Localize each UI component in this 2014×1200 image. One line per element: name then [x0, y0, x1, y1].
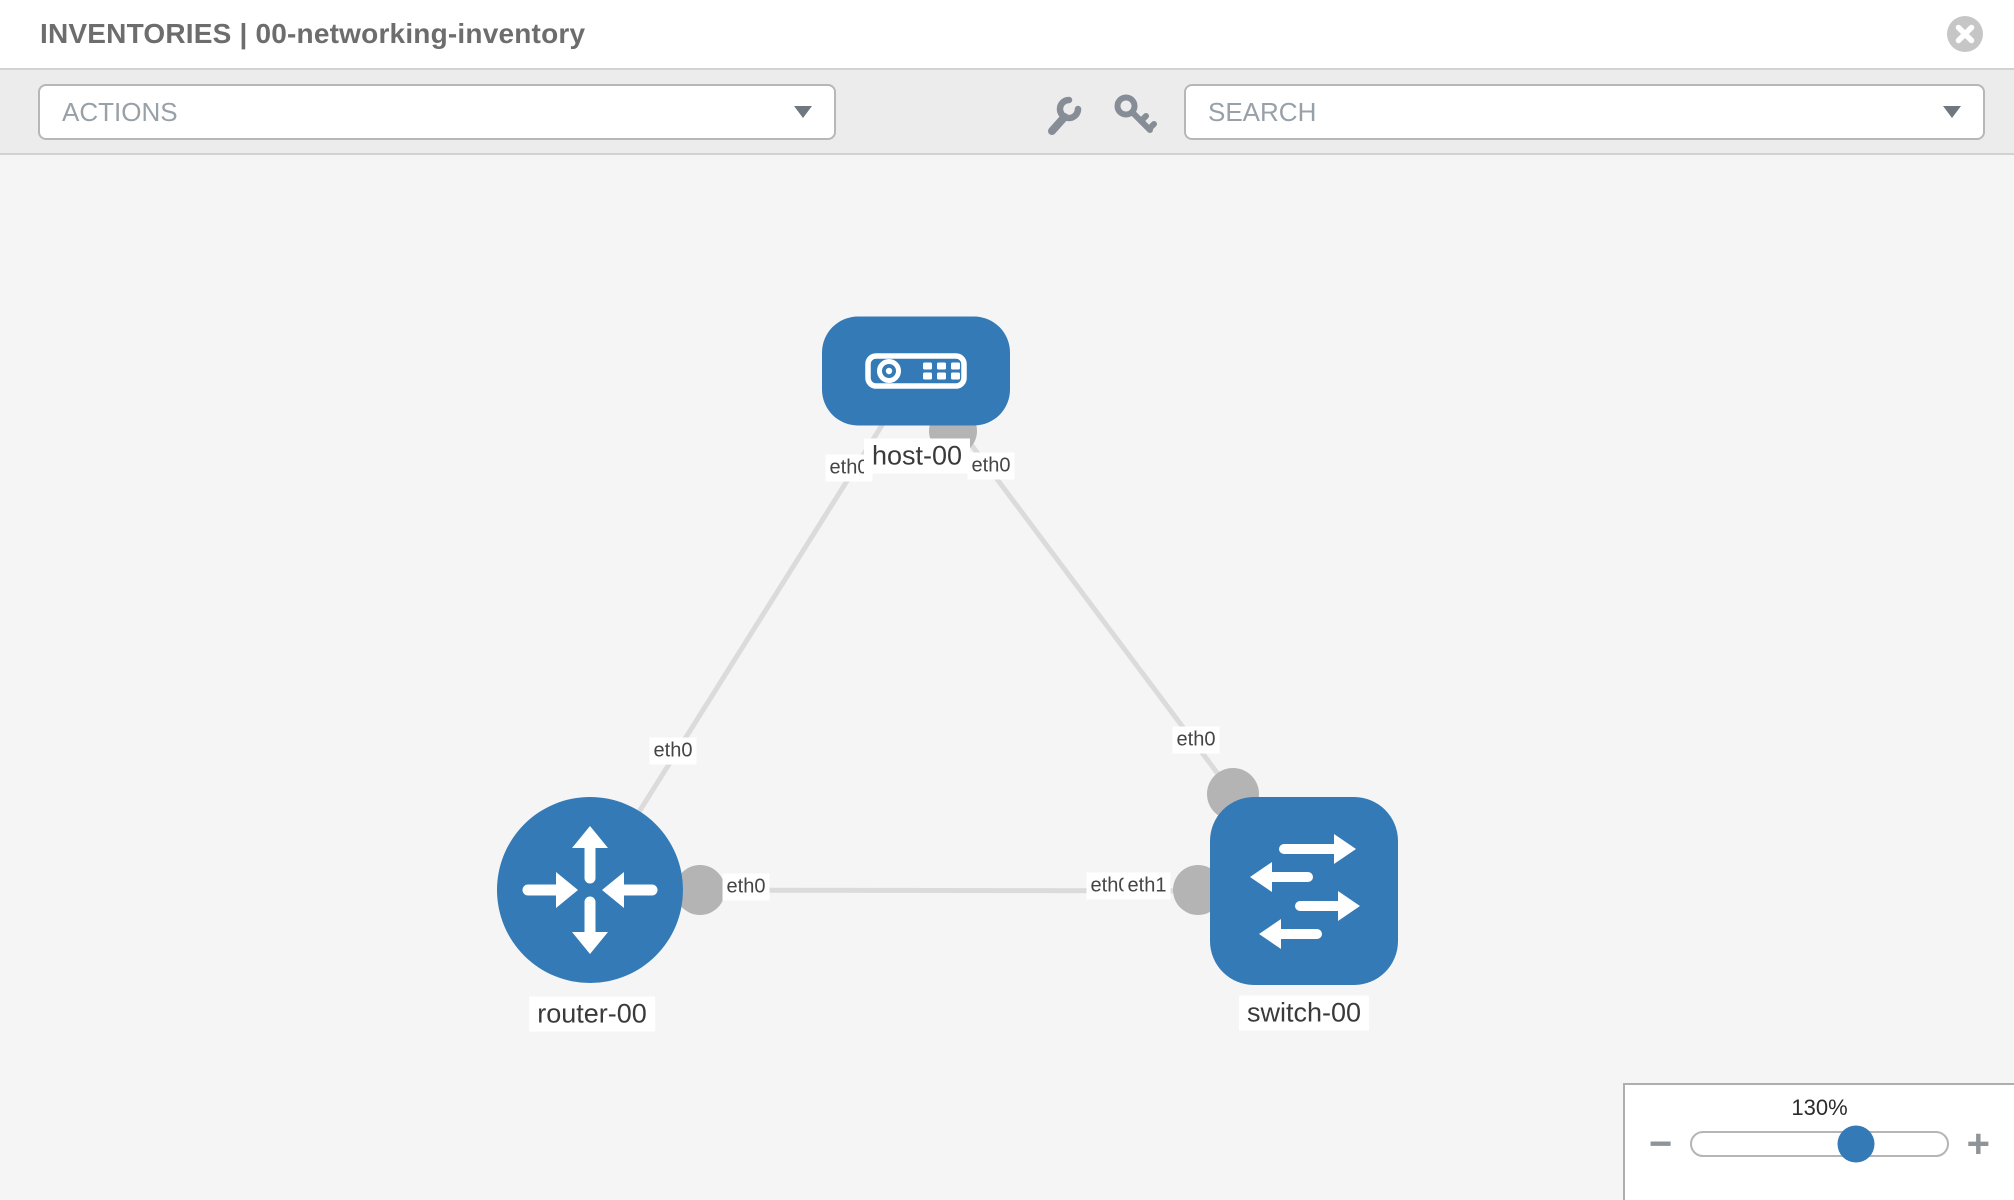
interface-connector — [675, 865, 725, 915]
actions-dropdown[interactable]: ACTIONS — [38, 84, 836, 140]
close-button[interactable] — [1946, 15, 1984, 53]
configure-button[interactable] — [1041, 92, 1087, 138]
toolbar: ACTIONS SEARCH — [0, 70, 2014, 155]
zoom-slider-thumb[interactable] — [1837, 1125, 1875, 1163]
zoom-slider-track[interactable] — [1690, 1125, 1949, 1163]
node-router-00[interactable] — [497, 797, 683, 983]
chevron-down-icon — [794, 106, 812, 118]
zoom-panel: 130% − + — [1623, 1083, 2014, 1200]
node-switch-00[interactable] — [1210, 797, 1398, 985]
chevron-down-icon — [1943, 106, 1961, 118]
router-icon — [522, 826, 658, 954]
close-icon — [1947, 16, 1983, 52]
zoom-in-button[interactable]: + — [1966, 1122, 1990, 1166]
key-icon — [1114, 94, 1157, 133]
credentials-button[interactable] — [1112, 92, 1158, 138]
switch-icon — [1250, 834, 1360, 949]
node-host-00[interactable] — [822, 316, 1010, 426]
zoom-level: 130% — [1791, 1095, 1848, 1120]
actions-dropdown-label: ACTIONS — [62, 96, 178, 127]
zoom-out-button[interactable]: − — [1649, 1122, 1673, 1166]
host-icon — [865, 353, 967, 389]
panel-header: INVENTORIES | 00-networking-inventory — [0, 0, 2014, 70]
wrench-icon — [1048, 96, 1082, 135]
search-dropdown[interactable]: SEARCH — [1184, 84, 1985, 140]
page-title: INVENTORIES | 00-networking-inventory — [40, 18, 586, 49]
search-dropdown-label: SEARCH — [1208, 96, 1317, 127]
